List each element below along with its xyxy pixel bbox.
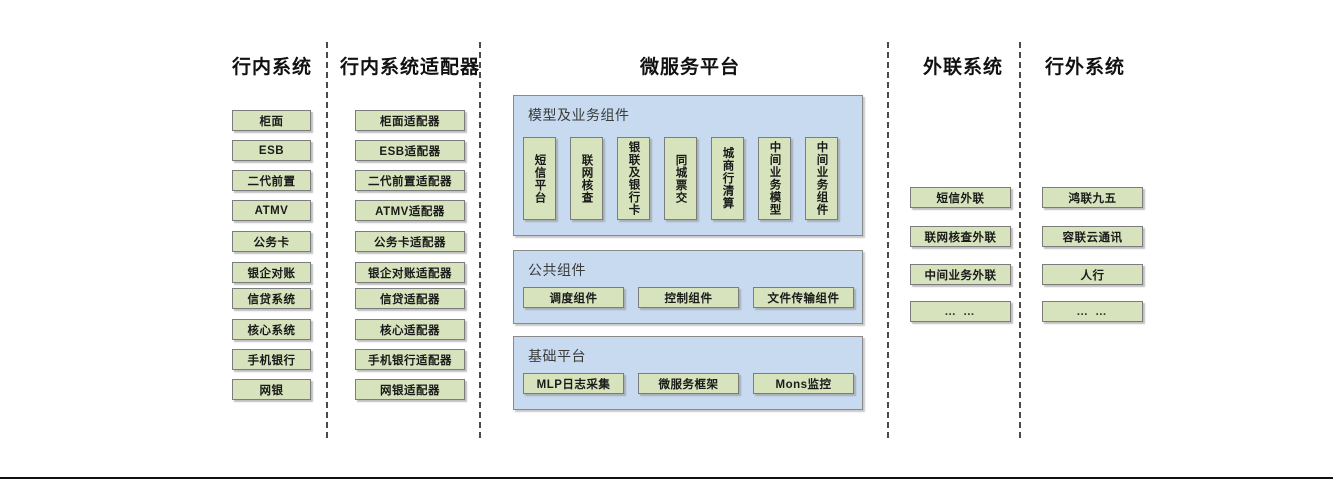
node-internal-7[interactable]: 核心系统 — [232, 319, 311, 340]
node-internal-9[interactable]: 网银 — [232, 379, 311, 400]
node-business-1-label: 联网核查 — [580, 153, 593, 204]
divider-internal-adapters — [326, 42, 328, 438]
node-business-2[interactable]: 银联及银行卡 — [617, 137, 650, 220]
node-internal-1[interactable]: ESB — [232, 140, 311, 161]
node-outside-0[interactable]: 鸿联九五 — [1042, 187, 1143, 208]
node-internal-6[interactable]: 信贷系统 — [232, 288, 311, 309]
node-common-2[interactable]: 文件传输组件 — [753, 287, 854, 308]
node-internal-8[interactable]: 手机银行 — [232, 349, 311, 370]
node-common-0[interactable]: 调度组件 — [523, 287, 624, 308]
node-business-4[interactable]: 城商行清算 — [711, 137, 744, 220]
node-adapter-1[interactable]: ESB适配器 — [355, 140, 465, 161]
node-outside-3[interactable]: … … — [1042, 301, 1143, 322]
node-adapter-9[interactable]: 网银适配器 — [355, 379, 465, 400]
divider-external-outside — [1019, 42, 1021, 438]
node-adapter-5[interactable]: 银企对账适配器 — [355, 262, 465, 283]
node-business-5-label: 中间业务模型 — [768, 141, 781, 216]
panel-title-model-business-components: 模型及业务组件 — [528, 107, 630, 123]
divider-adapters-platform — [479, 42, 481, 438]
node-business-6-label: 中间业务组件 — [815, 141, 828, 216]
node-internal-4[interactable]: 公务卡 — [232, 231, 311, 252]
node-business-4-label: 城商行清算 — [721, 147, 734, 210]
node-business-0-label: 短信平台 — [533, 153, 546, 204]
node-external-2[interactable]: 中间业务外联 — [910, 264, 1011, 285]
node-base-2[interactable]: Mons监控 — [753, 373, 854, 394]
node-common-1[interactable]: 控制组件 — [638, 287, 739, 308]
node-adapter-3[interactable]: ATMV适配器 — [355, 200, 465, 221]
node-adapter-6[interactable]: 信贷适配器 — [355, 288, 465, 309]
node-outside-1[interactable]: 容联云通讯 — [1042, 226, 1143, 247]
node-external-3[interactable]: … … — [910, 301, 1011, 322]
node-internal-0[interactable]: 柜面 — [232, 110, 311, 131]
node-business-6[interactable]: 中间业务组件 — [805, 137, 838, 220]
node-business-3[interactable]: 同城票交 — [664, 137, 697, 220]
node-adapter-8[interactable]: 手机银行适配器 — [355, 349, 465, 370]
bottom-rule — [0, 477, 1333, 479]
panel-title-common-components: 公共组件 — [528, 262, 586, 278]
node-adapter-2[interactable]: 二代前置适配器 — [355, 170, 465, 191]
node-adapter-4[interactable]: 公务卡适配器 — [355, 231, 465, 252]
node-external-1[interactable]: 联网核查外联 — [910, 226, 1011, 247]
node-outside-2[interactable]: 人行 — [1042, 264, 1143, 285]
node-internal-2[interactable]: 二代前置 — [232, 170, 311, 191]
node-external-0[interactable]: 短信外联 — [910, 187, 1011, 208]
divider-platform-external — [887, 42, 889, 438]
node-internal-3[interactable]: ATMV — [232, 200, 311, 221]
panel-title-base-platform: 基础平台 — [528, 348, 586, 364]
node-business-3-label: 同城票交 — [674, 153, 687, 204]
column-title-outside-bank: 行外系统 — [1044, 57, 1125, 78]
column-title-microservice-platform: 微服务平台 — [639, 57, 740, 78]
node-adapter-7[interactable]: 核心适配器 — [355, 319, 465, 340]
node-internal-5[interactable]: 银企对账 — [232, 262, 311, 283]
node-base-0[interactable]: MLP日志采集 — [523, 373, 624, 394]
column-title-external-link: 外联系统 — [922, 57, 1003, 78]
column-title-internal: 行内系统 — [231, 57, 312, 78]
node-business-1[interactable]: 联网核查 — [570, 137, 603, 220]
column-title-adapters: 行内系统适配器 — [339, 57, 480, 78]
node-business-0[interactable]: 短信平台 — [523, 137, 556, 220]
node-business-5[interactable]: 中间业务模型 — [758, 137, 791, 220]
node-business-2-label: 银联及银行卡 — [627, 141, 640, 216]
node-adapter-0[interactable]: 柜面适配器 — [355, 110, 465, 131]
node-base-1[interactable]: 微服务框架 — [638, 373, 739, 394]
